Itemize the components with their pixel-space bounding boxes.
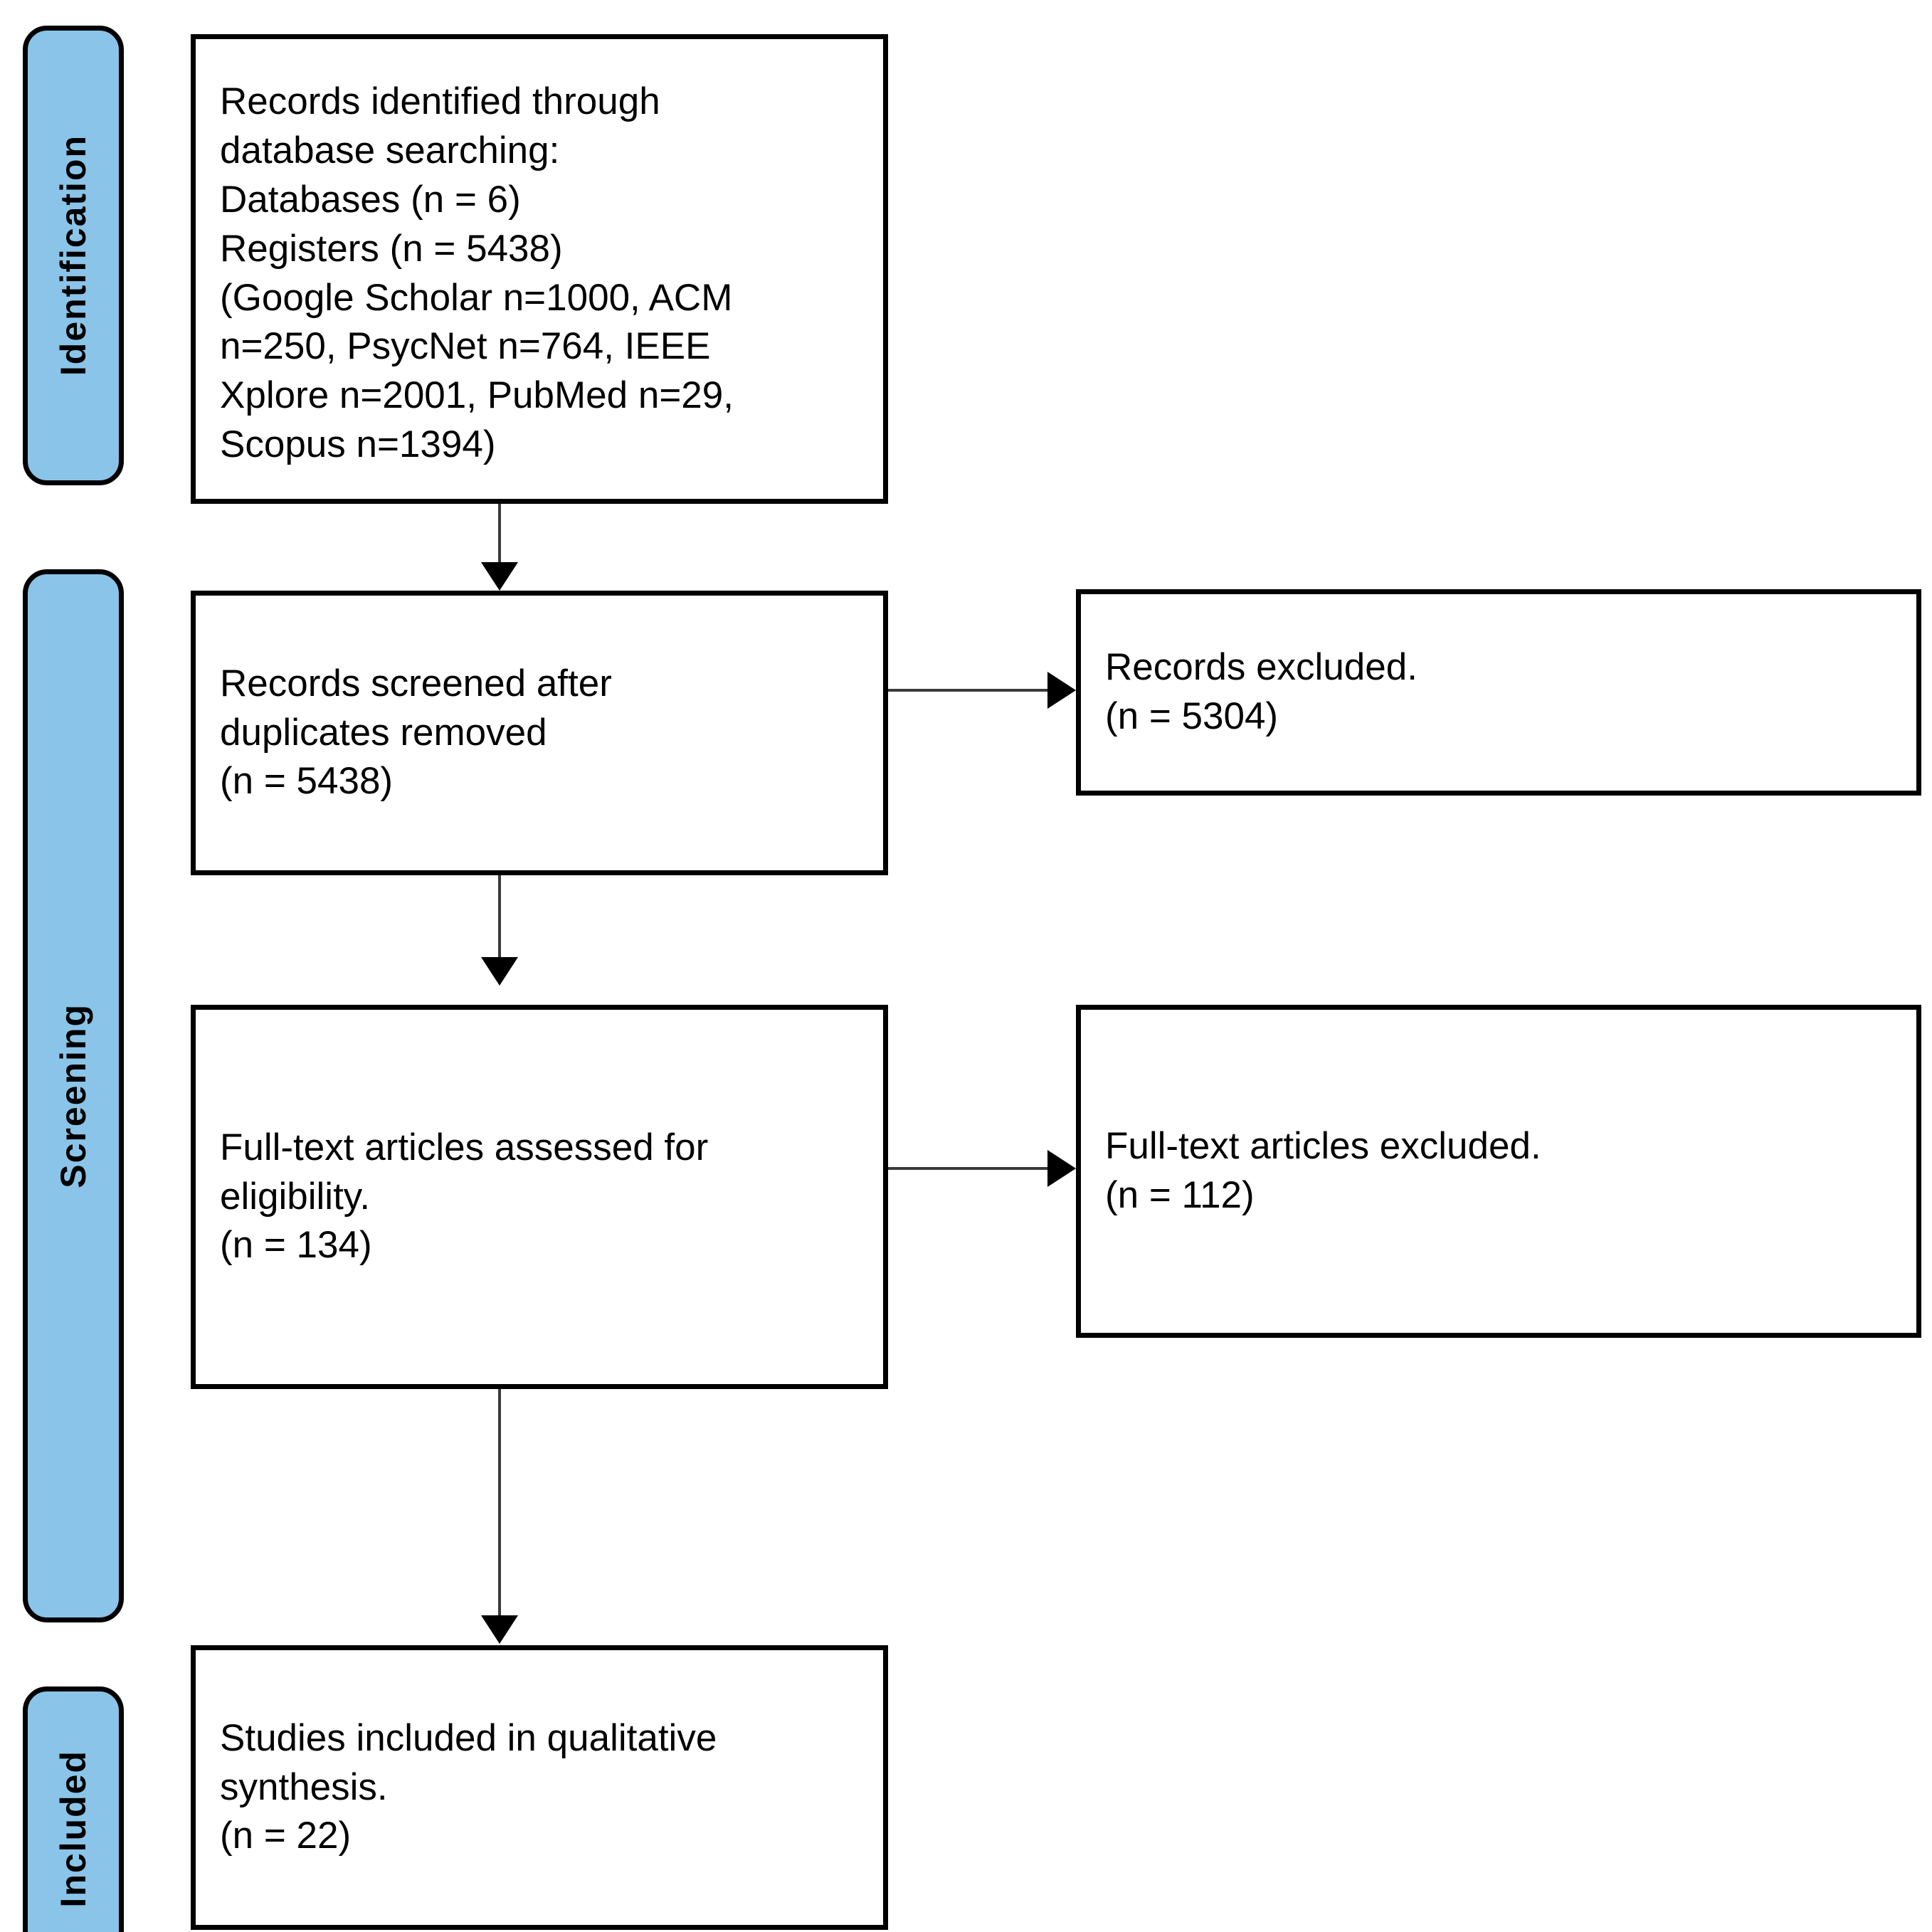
box-studies-included-text: Studies included in qualitative synthesi… xyxy=(220,1716,717,1857)
stage-label-identification: Identification xyxy=(53,134,93,376)
stage-pill-included: Included xyxy=(23,1686,124,1932)
box-records-identified: Records identified through database sear… xyxy=(191,34,888,504)
stage-label-screening: Screening xyxy=(53,1003,93,1188)
arrowhead-fulltext-to-fulltext-excluded xyxy=(1047,1150,1076,1187)
box-records-excluded-text: Records excluded. (n = 5304) xyxy=(1105,646,1418,737)
connector-fulltext-to-included xyxy=(498,1389,501,1620)
box-records-excluded: Records excluded. (n = 5304) xyxy=(1076,589,1921,796)
box-fulltext-excluded-text: Full-text articles excluded. (n = 112) xyxy=(1105,1125,1541,1216)
arrowhead-identified-to-screened xyxy=(481,562,518,591)
stage-pill-identification: Identification xyxy=(23,26,124,485)
box-records-identified-text: Records identified through database sear… xyxy=(220,80,734,466)
box-fulltext-excluded: Full-text articles excluded. (n = 112) xyxy=(1076,1005,1921,1338)
stage-pill-screening: Screening xyxy=(23,569,124,1622)
box-records-screened-text: Records screened after duplicates remove… xyxy=(220,662,612,803)
arrowhead-screened-to-records-excluded xyxy=(1047,672,1076,709)
arrowhead-screened-to-fulltext xyxy=(481,957,518,986)
connector-fulltext-to-fulltext-excluded xyxy=(888,1167,1059,1170)
box-records-screened: Records screened after duplicates remove… xyxy=(191,591,888,875)
connector-screened-to-records-excluded xyxy=(888,689,1059,692)
stage-label-included: Included xyxy=(53,1750,93,1908)
arrowhead-fulltext-to-included xyxy=(481,1615,518,1644)
box-fulltext-assessed-text: Full-text articles assessed for eligibil… xyxy=(220,1126,709,1267)
box-fulltext-assessed: Full-text articles assessed for eligibil… xyxy=(191,1005,888,1389)
connector-screened-to-fulltext xyxy=(498,875,501,968)
box-studies-included: Studies included in qualitative synthesi… xyxy=(191,1645,888,1930)
connector-identified-to-screened xyxy=(498,504,501,582)
